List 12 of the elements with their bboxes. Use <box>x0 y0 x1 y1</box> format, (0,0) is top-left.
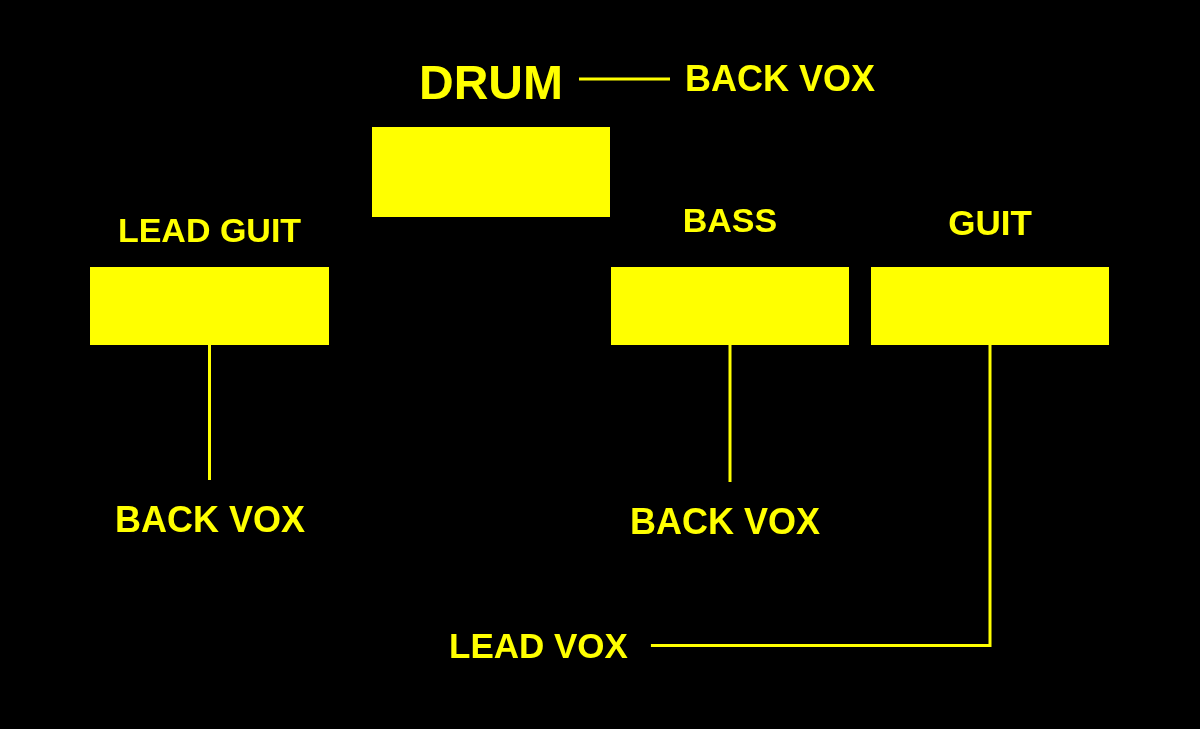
stage-label: BACK VOX <box>685 61 876 97</box>
instrument-label: LEAD GUIT <box>117 213 302 247</box>
connector-line <box>208 345 211 480</box>
stage-label: BACK VOX <box>630 504 821 540</box>
instrument-label: DRUM <box>419 59 563 107</box>
instrument-label: BASS <box>682 203 778 237</box>
stage-label: LEAD VOX <box>449 628 628 663</box>
connector-line <box>650 345 992 647</box>
stage-label: BACK VOX <box>115 502 306 538</box>
instrument-label: GUIT <box>948 205 1032 240</box>
connector-line <box>579 77 670 81</box>
connector-line <box>728 345 732 482</box>
